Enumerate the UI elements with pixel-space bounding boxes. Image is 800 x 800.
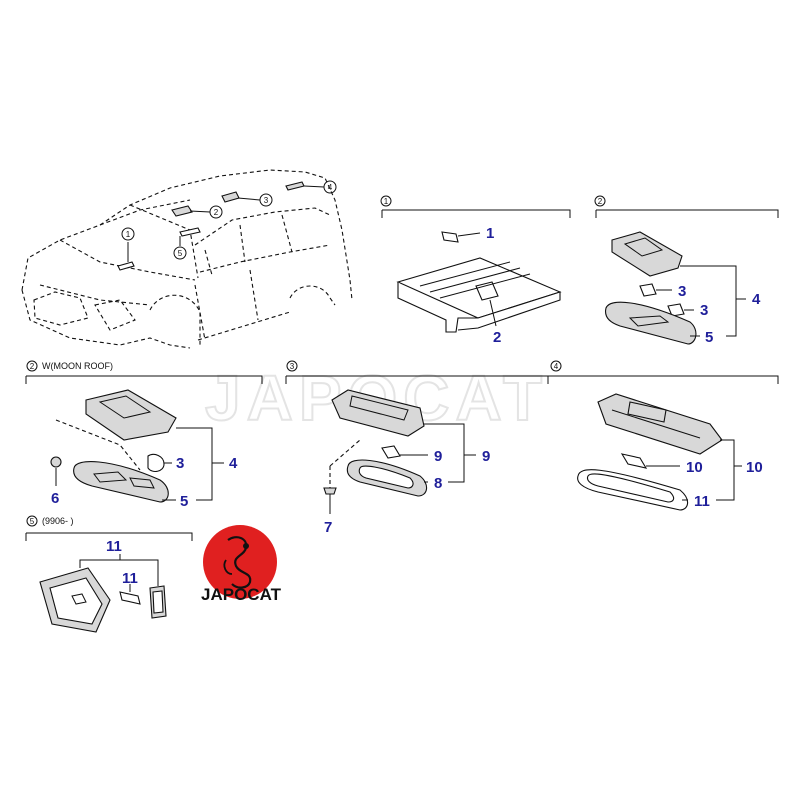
s2-label-assy: 4 [752, 291, 761, 308]
logo-circle [203, 525, 277, 599]
car-callout-1-text: 1 [126, 230, 131, 239]
s2m-label-lens: 5 [180, 493, 188, 510]
moonroof-lamp-assy [85, 389, 177, 441]
vanity-bulb [381, 445, 401, 459]
s4-label-assy: 10 [746, 459, 763, 476]
moonroof-clip [50, 456, 62, 468]
section-2-moonroof: 2 W(MOON ROOF) 3 5 4 6 [25, 360, 263, 510]
section-5-title: (9906- ) [42, 516, 74, 526]
map-lamp-position [117, 261, 135, 271]
car-callout-4 [323, 180, 337, 194]
section-4: 4 10 11 10 [547, 360, 779, 511]
section-5: 5 (9906- ) 11 11 [25, 515, 193, 633]
car-callout-4-text: 4 [328, 183, 333, 192]
s1-label-bulb: 1 [486, 225, 494, 242]
cargo-lamp-position [285, 181, 305, 191]
room-lamp-position [171, 205, 193, 217]
moonroof-lamp-lens [73, 461, 169, 503]
car-callout-3 [259, 193, 273, 207]
svg-text:2: 2 [598, 197, 603, 206]
car-callout-2-text: 2 [214, 208, 219, 217]
s3-label-lens: 8 [434, 475, 442, 492]
festoon-bulb-1 [441, 231, 459, 243]
s4-label-lens: 11 [694, 493, 710, 510]
s2m-label-clip: 6 [51, 490, 59, 507]
s2-label-bulb-a: 3 [678, 283, 686, 300]
japocat-logo: JAPOCAT [201, 525, 282, 604]
vehicle-outline [21, 169, 353, 349]
moonroof-bulb [147, 453, 165, 473]
wedge-bulb-b [667, 303, 685, 317]
section-3: 3 9 8 9 7 [285, 360, 549, 536]
svg-text:1: 1 [384, 197, 389, 206]
s1-label-housing: 2 [493, 329, 501, 346]
section-5-marker [26, 515, 38, 527]
s3-label-assy: 9 [482, 448, 490, 465]
section-2: 2 3 3 5 4 [594, 195, 779, 346]
section-2m-marker [26, 360, 38, 372]
section-2m-title: W(MOON ROOF) [42, 361, 113, 371]
s2-label-lens: 5 [705, 329, 713, 346]
svg-text:5: 5 [30, 517, 35, 526]
vanity-mirror-bulb [119, 591, 141, 605]
s2-label-bulb-b: 3 [700, 302, 708, 319]
svg-text:4: 4 [554, 362, 559, 371]
car-callout-5 [173, 246, 187, 260]
svg-text:2: 2 [30, 362, 35, 371]
moonroof-lamp-position [221, 191, 240, 203]
section-1: 1 1 2 [380, 195, 571, 346]
s3-label-screw: 7 [324, 519, 332, 536]
section-1-marker [380, 195, 392, 207]
section-4-marker [550, 360, 562, 372]
s5-label-assy: 11 [106, 538, 122, 555]
s4-label-bulb: 10 [686, 459, 703, 476]
s2m-label-assy: 4 [229, 455, 238, 472]
car-callout-5-text: 5 [178, 249, 183, 258]
cargo-lamp-assy [597, 393, 723, 455]
vanity-lamp-position [179, 227, 201, 237]
s2m-label-bulb: 3 [176, 455, 184, 472]
cargo-bulb [620, 453, 648, 469]
section-3-marker [286, 360, 298, 372]
logo-text: JAPOCAT [201, 585, 282, 604]
room-lamp-lens [604, 301, 697, 345]
section-2-marker [594, 195, 606, 207]
svg-text:3: 3 [290, 362, 295, 371]
car-callout-1 [121, 227, 135, 241]
car-callout-3-text: 3 [264, 196, 269, 205]
vanity-screw [323, 487, 337, 495]
s3-label-bulb: 9 [434, 448, 442, 465]
car-callout-2 [209, 205, 223, 219]
wedge-bulb-a [639, 283, 657, 297]
s5-label-bulb: 11 [122, 570, 138, 587]
